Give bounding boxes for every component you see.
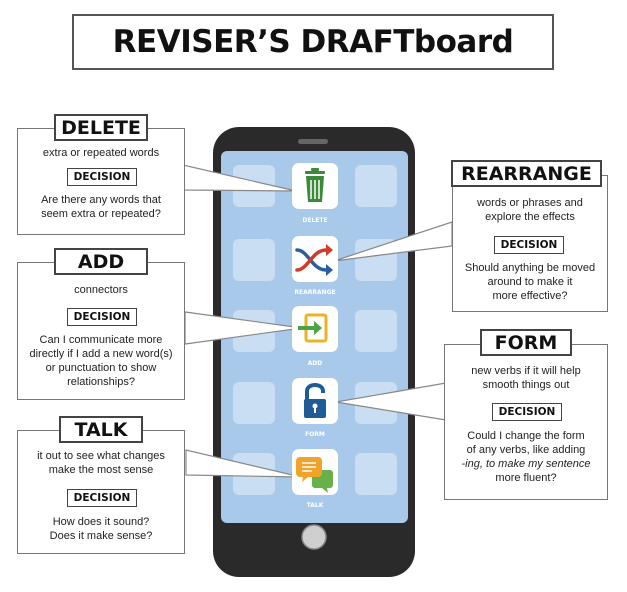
add-description: connectors [74,284,128,296]
phone-speaker [298,139,328,144]
callout-talk: it out to see what changes make the most… [17,430,185,554]
page-title: REVISER’S DRAFTboard [112,24,514,60]
callout-pointers [182,164,453,478]
rearrange-question-line-3: more effective? [492,290,568,302]
shuffle-arrows-icon [295,244,333,276]
delete-question-line-2: seem extra or repeated? [41,208,161,220]
app-talk[interactable]: TALK [292,449,338,509]
add-decision-tag: DECISION [67,308,137,326]
unlocked-padlock-icon [304,383,326,418]
pointer-talk [185,449,302,478]
callout-rearrange: words or phrases and explore the effects… [452,175,608,312]
rearrange-description-line-1: words or phrases and [477,197,583,209]
title-banner: REVISER’S DRAFTboard [72,14,554,70]
rearrange-question-line-1: Should anything be moved [464,262,596,274]
app-label-form: FORM [305,431,325,438]
delete-decision-tag: DECISION [67,168,137,186]
talk-description-line-2: make the most sense [48,464,154,476]
form-decision-tag: DECISION [492,403,562,421]
phone-home-button [301,524,327,550]
app-label-delete: DELETE [302,217,327,224]
delete-heading: DELETE [54,114,148,141]
app-add[interactable]: ADD [292,306,338,367]
speech-bubbles-icon [296,457,333,493]
app-label-rearrange: REARRANGE [294,289,335,296]
talk-question-line-1: How does it sound? [52,516,150,528]
callout-form: new verbs if it will help smooth things … [444,344,608,500]
rearrange-decision-tag: DECISION [494,236,564,254]
callout-delete: extra or repeated words DECISION Are the… [17,128,185,235]
delete-description: extra or repeated words [42,147,160,159]
callout-add: connectors DECISION Can I communicate mo… [17,262,185,400]
app-label-add: ADD [308,360,323,367]
form-question-line-1: Could I change the form [467,430,585,442]
talk-heading: TALK [59,416,143,443]
add-question-line-1: Can I communicate more [39,334,163,346]
app-form[interactable]: FORM [292,378,338,438]
app-rearrange[interactable]: REARRANGE [292,236,338,296]
enter-arrow-icon [298,313,328,343]
talk-decision-tag: DECISION [67,489,137,507]
app-delete[interactable]: DELETE [292,163,338,224]
form-description-line-1: new verbs if it will help [471,365,581,377]
add-question-line-3: or punctuation to show [45,362,157,374]
form-question-line-4: more fluent? [495,472,557,484]
form-question-line-3: -ing, to make my sentence [461,458,591,470]
add-question-line-2: directly if I add a new word(s) [29,348,173,360]
form-heading: FORM [480,329,572,356]
rearrange-description-line-2: explore the effects [485,211,575,223]
add-heading: ADD [54,248,148,275]
add-question-line-4: relationships? [67,376,135,388]
rearrange-question-line-2: around to make it [487,276,573,288]
talk-question-line-2: Does it make sense? [49,530,153,542]
rearrange-heading: REARRANGE [451,160,602,187]
form-description-line-2: smooth things out [482,379,570,391]
pointer-add [184,311,303,345]
app-label-talk: TALK [307,502,324,509]
form-question-line-2: of any verbs, like adding [466,444,586,456]
delete-question-line-1: Are there any words that [41,194,161,206]
talk-description-line-1: it out to see what changes [37,450,165,462]
trash-can-icon [305,168,325,202]
